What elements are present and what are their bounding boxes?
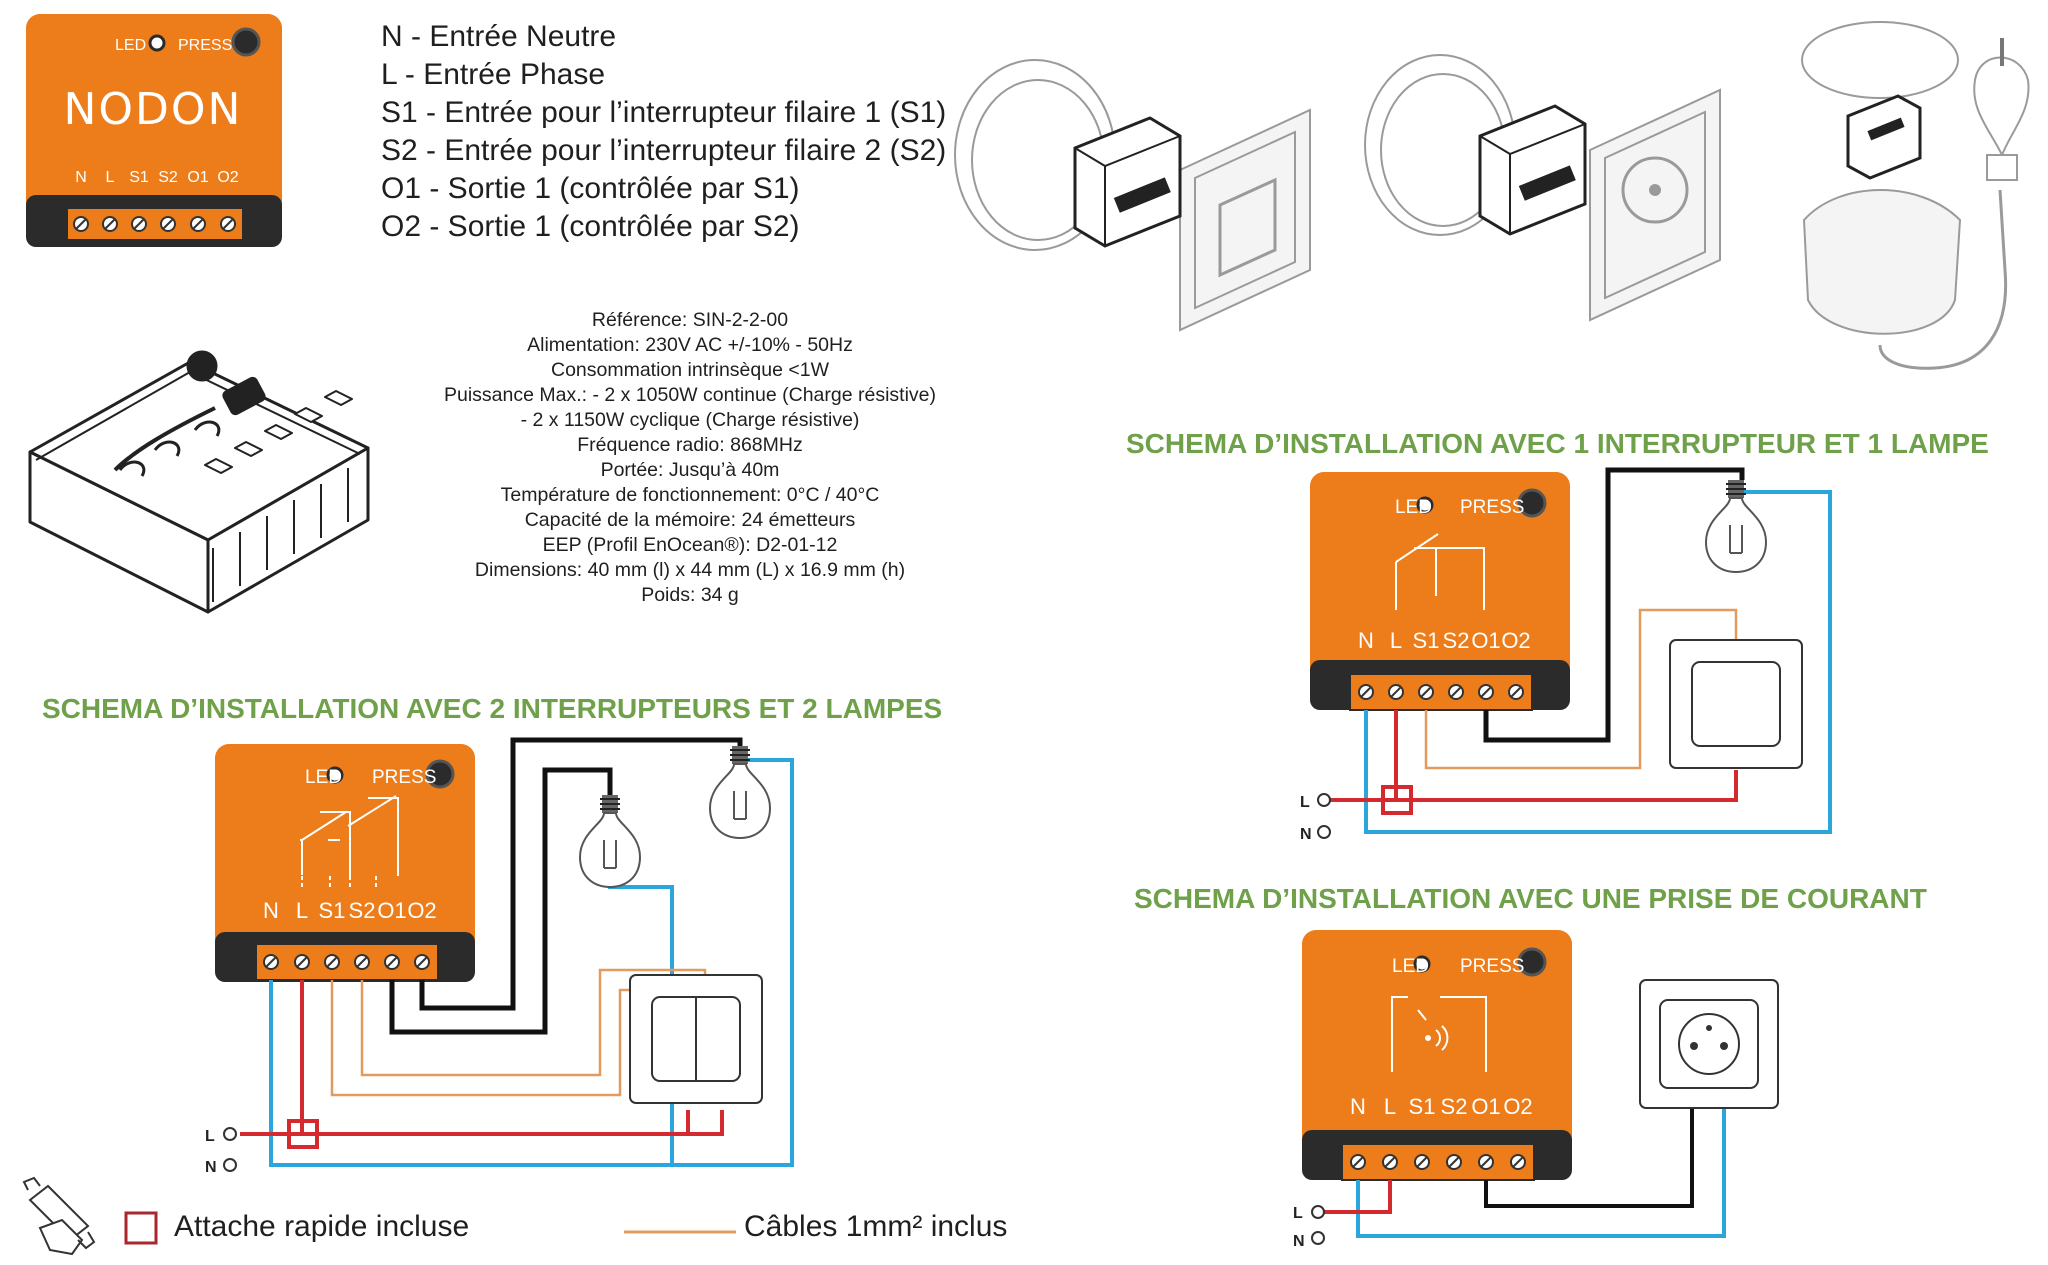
press-label: PRESS [1460, 497, 1524, 518]
led-label: LED [115, 37, 146, 54]
legend-line-l: L - Entrée Phase [381, 58, 606, 91]
spec-max-power-cyclic: - 2 x 1150W cyclique (Charge résistive) [520, 409, 860, 431]
terminal-label-o2: O2 [407, 898, 436, 923]
line-n-label: N [1293, 1233, 1305, 1250]
line-n-label: N [1300, 826, 1312, 843]
quick-connector-icon [22, 1176, 96, 1256]
terminal-block [66, 207, 244, 241]
schema-socket: LED PRESS N L S1 S2 O1 O2 L N [1293, 930, 1779, 1250]
cables-label: Câbles 1mm² inclus [744, 1210, 1008, 1243]
terminal-label-s2: S2 [349, 898, 376, 923]
spec-reference: Référence: SIN-2-2-00 [591, 309, 789, 331]
spec-range: Portée: Jusqu’à 40m [600, 459, 780, 481]
device-body [26, 14, 282, 246]
terminal-label-n: N [1358, 628, 1374, 653]
technical-specs: Référence: SIN-2-2-00 Alimentation: 230V… [430, 308, 950, 608]
quick-connector-label: Attache rapide incluse [174, 1210, 470, 1243]
terminal-label-o1: O1 [1471, 1094, 1500, 1119]
terminal-label-o2: O2 [1501, 628, 1530, 653]
lamp-1-icon [579, 794, 641, 888]
terminal-label-o2: O2 [1503, 1094, 1532, 1119]
terminal-label-s1: S1 [129, 169, 149, 186]
press-button [231, 27, 261, 57]
spec-frequency: Fréquence radio: 868MHz [577, 434, 803, 456]
terminal-label-o1: O1 [187, 169, 208, 186]
line-n-label: N [205, 1159, 217, 1176]
line-l-label: L [205, 1128, 215, 1145]
spec-eep: EEP (Profil EnOcean®): D2-01-12 [542, 534, 838, 556]
press-button-icon [186, 350, 218, 382]
terminal-label-n: N [263, 898, 279, 923]
spec-power-supply: Alimentation: 230V AC +/-10% - 50Hz [527, 334, 853, 356]
radio-icon [1425, 1035, 1431, 1041]
brand-logo: NODON [64, 84, 243, 135]
title-one-switch: SCHEMA D’INSTALLATION AVEC 1 INTERRUPTEU… [1126, 428, 1989, 459]
illustration-switch-install [954, 59, 1311, 332]
led-label: LED [1392, 956, 1429, 977]
terminal-label-l: L [1384, 1094, 1396, 1119]
illustration-ceiling-lamp-install [1801, 21, 2030, 370]
device-isometric-view [28, 350, 370, 614]
led-label: LED [305, 767, 342, 788]
terminal-label-s2: S2 [1443, 628, 1470, 653]
terminal-label-s2: S2 [1441, 1094, 1468, 1119]
device-front-view: LED PRESS NODON N L S1 S2 O1 O2 [26, 14, 282, 247]
spec-consumption: Consommation intrinsèque <1W [550, 359, 829, 381]
led-label: LED [1395, 497, 1432, 518]
terminal-label-o2: O2 [217, 169, 238, 186]
line-l-label: L [1300, 794, 1310, 811]
spec-max-power: Puissance Max.: - 2 x 1050W continue (Ch… [443, 384, 937, 406]
terminal-label-o1: O1 [1471, 628, 1500, 653]
legend-line-o1: O1 - Sortie 1 (contrôlée par S1) [381, 172, 800, 205]
terminal-label-o1: O1 [377, 898, 406, 923]
press-label: PRESS [1460, 956, 1524, 977]
terminal-label-s1: S1 [319, 898, 346, 923]
illustration-socket-install [1364, 54, 1721, 322]
title-two-switches: SCHEMA D’INSTALLATION AVEC 2 INTERRUPTEU… [42, 693, 943, 724]
terminal-label-s1: S1 [1413, 628, 1440, 653]
legend-line-n: N - Entrée Neutre [381, 20, 617, 53]
terminal-label-s1: S1 [1409, 1094, 1436, 1119]
spec-weight: Poids: 34 g [641, 584, 739, 606]
terminal-label-n: N [75, 169, 87, 186]
legend-line-s2: S2 - Entrée pour l’interrupteur filaire … [381, 134, 947, 167]
spec-temperature: Température de fonctionnement: 0°C / 40°… [500, 484, 880, 506]
quick-connector-legend-square [124, 1211, 158, 1245]
press-label: PRESS [372, 767, 436, 788]
title-socket: SCHEMA D’INSTALLATION AVEC UNE PRISE DE … [1134, 883, 1927, 914]
terminal-label-n: N [1350, 1094, 1366, 1119]
terminal-label-l: L [1390, 628, 1402, 653]
terminal-label-l: L [296, 898, 308, 923]
schema-two-switches: LED PRESS N L S1 S2 O1 O2 L [205, 737, 794, 1176]
schema-one-switch: LED PRESS N L S1 S2 O1 O2 L N [1300, 467, 1832, 843]
terminal-label-s2: S2 [158, 169, 178, 186]
line-l-label: L [1293, 1205, 1303, 1222]
terminal-label-l: L [106, 169, 115, 186]
led-indicator-icon [148, 34, 166, 52]
spec-dimensions: Dimensions: 40 mm (l) x 44 mm (L) x 16.9… [474, 559, 906, 581]
legend-line-s1: S1 - Entrée pour l’interrupteur filaire … [381, 96, 947, 129]
legend-line-o2: O2 - Sortie 1 (contrôlée par S2) [381, 210, 800, 243]
spec-memory: Capacité de la mémoire: 24 émetteurs [524, 509, 856, 531]
press-label: PRESS [178, 37, 232, 54]
